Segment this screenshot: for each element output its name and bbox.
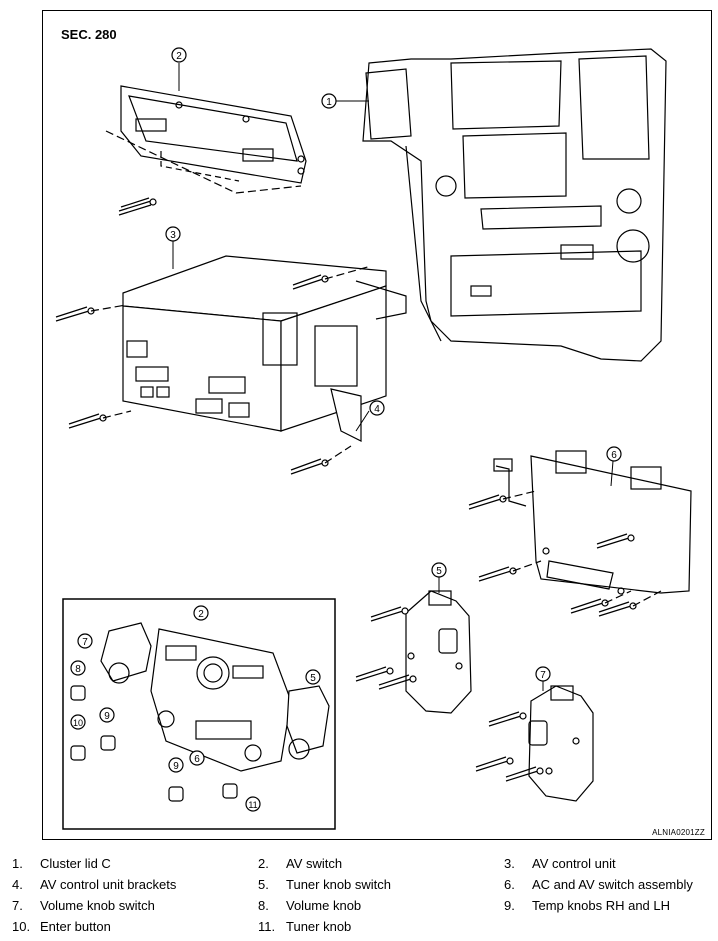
av-switch-part: [105, 85, 307, 194]
svg-text:6: 6: [194, 754, 200, 765]
screw-3a: [55, 306, 95, 322]
svg-text:8: 8: [75, 664, 81, 675]
screw-2: [118, 197, 157, 216]
svg-text:2: 2: [176, 51, 182, 62]
callout-4: 4: [369, 400, 385, 416]
callout-3: 3: [165, 226, 181, 242]
inset-callout-9b: 9: [168, 757, 184, 773]
svg-text:5: 5: [436, 566, 442, 577]
volume-knob-switch-part: [528, 685, 594, 802]
section-label: SEC. 280: [61, 27, 117, 42]
svg-text:6: 6: [611, 450, 617, 461]
screw-3c: [292, 274, 329, 290]
svg-text:11: 11: [248, 800, 257, 810]
screw-7a: [488, 711, 527, 727]
callout-2: 2: [171, 47, 187, 63]
screw-7c: [505, 766, 544, 782]
inset-callout-11: 11: [245, 796, 261, 812]
screw-6c: [596, 533, 635, 549]
drawing-code: ALNIA0201ZZ: [652, 828, 705, 837]
screw-3b: [68, 413, 107, 429]
screw-6a: [468, 494, 507, 510]
svg-text:1: 1: [326, 97, 332, 108]
svg-text:10: 10: [73, 718, 83, 728]
inset-callout-10: 10: [70, 714, 86, 730]
callout-5: 5: [431, 562, 447, 578]
inset-av-switch: [150, 628, 292, 772]
inset-callout-9a: 9: [99, 707, 115, 723]
screw-6b: [478, 566, 517, 582]
svg-text:7: 7: [540, 670, 546, 681]
callout-1: 1: [321, 93, 337, 109]
svg-text:4: 4: [374, 404, 380, 415]
callout-7: 7: [535, 666, 551, 682]
inset-volume-knob-switch: [100, 622, 152, 684]
inset-knobs: [70, 685, 238, 802]
svg-text:7: 7: [82, 637, 88, 648]
exploded-diagram-frame: SEC. 280: [42, 10, 712, 840]
svg-text:9: 9: [104, 711, 110, 722]
inset-callout-5: 5: [305, 669, 321, 685]
svg-text:2: 2: [198, 609, 204, 620]
screw-7b: [475, 756, 514, 772]
inset-box: [62, 598, 336, 830]
svg-text:9: 9: [173, 761, 179, 772]
screw-5b: [355, 666, 394, 682]
inset-callout-7: 7: [77, 633, 93, 649]
screw-4: [290, 458, 329, 475]
screw-6d: [570, 598, 609, 614]
screw-5a: [370, 606, 409, 622]
inset-callout-2: 2: [193, 605, 209, 621]
svg-text:3: 3: [170, 230, 176, 241]
screw-5c: [378, 674, 417, 690]
ac-av-switch-assembly-part: [493, 450, 692, 595]
callout-6: 6: [606, 446, 622, 462]
tuner-knob-switch-part: [405, 590, 472, 714]
av-control-unit-part: [122, 255, 407, 442]
inset-callout-8: 8: [70, 660, 86, 676]
cluster-lid-part: [362, 48, 667, 362]
svg-text:5: 5: [310, 673, 316, 684]
inset-tuner-knob-switch: [286, 685, 330, 760]
exploded-view-drawing: 1 2 3 4 5 6 7 2 5 6 7 8 9 9 10 11: [55, 47, 692, 830]
inset-callout-6: 6: [189, 750, 205, 766]
screw-6e: [598, 601, 637, 617]
